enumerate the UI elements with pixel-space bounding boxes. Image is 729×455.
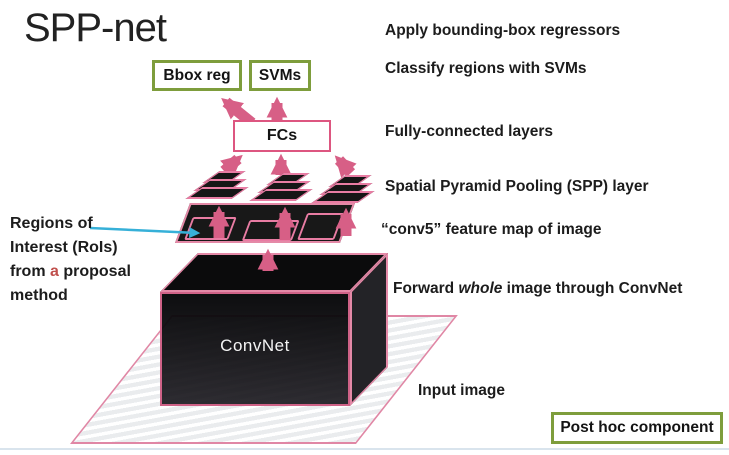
page-title: SPP-net xyxy=(24,6,167,50)
roi-outline-2 xyxy=(241,220,300,241)
annotation-fully-connected: Fully-connected layers xyxy=(385,123,553,140)
spp-stack-3 xyxy=(311,175,384,207)
annotation-forward-pre: Forward xyxy=(393,280,459,297)
convnet-label: ConvNet xyxy=(220,336,290,355)
conv5-feature-map xyxy=(174,203,355,243)
roi-note-line3-highlight: a xyxy=(50,263,59,280)
fcs-box: FCs xyxy=(233,120,331,152)
spp-stack-2 xyxy=(249,173,322,205)
spp-stack-1 xyxy=(185,171,258,203)
bottom-divider-line xyxy=(0,448,729,450)
annotation-apply-bbox-regressors: Apply bounding-box regressors xyxy=(385,22,621,39)
arrow-spp3-to-fcs xyxy=(334,155,357,178)
bbox-reg-box: Bbox reg xyxy=(152,60,242,91)
post-hoc-component-box: Post hoc component xyxy=(551,412,723,444)
annotation-forward-post: image through ConvNet xyxy=(502,280,683,297)
roi-outline-3 xyxy=(297,213,345,240)
convnet-box-front-face: ConvNet xyxy=(160,292,350,406)
annotation-input-image: Input image xyxy=(418,382,505,399)
roi-outline-1 xyxy=(184,217,237,240)
roi-note: Regions of Interest (RoIs) from a propos… xyxy=(10,212,170,308)
roi-note-line2: Interest (RoIs) xyxy=(10,239,118,256)
roi-note-line4: method xyxy=(10,287,68,304)
svms-box: SVMs xyxy=(249,60,311,91)
annotation-spp-layer: Spatial Pyramid Pooling (SPP) layer xyxy=(385,178,649,195)
annotation-conv5-feature-map: “conv5” feature map of image xyxy=(381,221,602,238)
roi-note-line1: Regions of xyxy=(10,215,93,232)
arrow-spp1-to-fcs xyxy=(220,154,243,177)
annotation-classify-svms: Classify regions with SVMs xyxy=(385,60,587,77)
roi-note-line3: from a proposal xyxy=(10,260,170,284)
annotation-forward-whole-image: Forward whole image through ConvNet xyxy=(393,280,682,298)
annotation-forward-whole: whole xyxy=(458,280,503,297)
roi-note-line3-post: proposal xyxy=(58,263,131,280)
roi-note-line3-pre: from xyxy=(10,263,50,280)
